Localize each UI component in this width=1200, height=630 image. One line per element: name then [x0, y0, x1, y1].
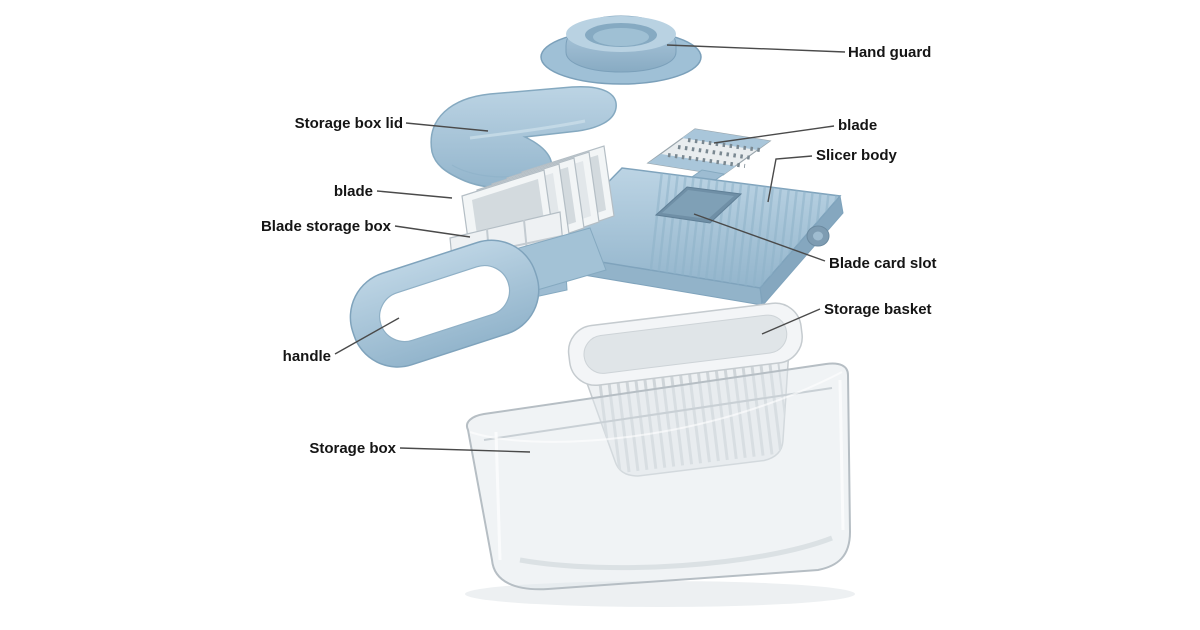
leader-blade-card-slot — [693, 213, 826, 262]
storage-box-part — [465, 362, 855, 607]
label-slicer-body: Slicer body — [816, 147, 897, 164]
label-storage-box: Storage box — [309, 440, 396, 457]
leader-storage-basket — [761, 308, 821, 335]
leader-hand-guard — [666, 44, 846, 53]
leader-handle — [334, 317, 400, 355]
hand-guard-part — [540, 15, 702, 85]
storage-box-lid-part — [430, 86, 617, 189]
label-storage-box-lid: Storage box lid — [294, 115, 403, 132]
label-blade-storage-box: Blade storage box — [260, 218, 391, 235]
label-storage-basket: Storage basket — [824, 301, 932, 318]
leader-lines — [334, 44, 846, 453]
leader-blade-top — [713, 125, 835, 144]
leader-blade-left — [376, 190, 453, 199]
label-handle: handle — [282, 348, 331, 365]
leader-blade-storage-box — [394, 225, 471, 238]
label-hand-guard: Hand guard — [848, 44, 932, 61]
label-blade-left: blade — [333, 183, 373, 200]
leader-storage-box — [399, 447, 531, 453]
leader-storage-box-lid — [405, 122, 489, 132]
leader-slicer-body — [767, 155, 813, 203]
handle-part — [349, 227, 607, 368]
label-blade-top: blade — [838, 117, 878, 134]
label-blade-card-slot: Blade card slot — [829, 255, 937, 272]
